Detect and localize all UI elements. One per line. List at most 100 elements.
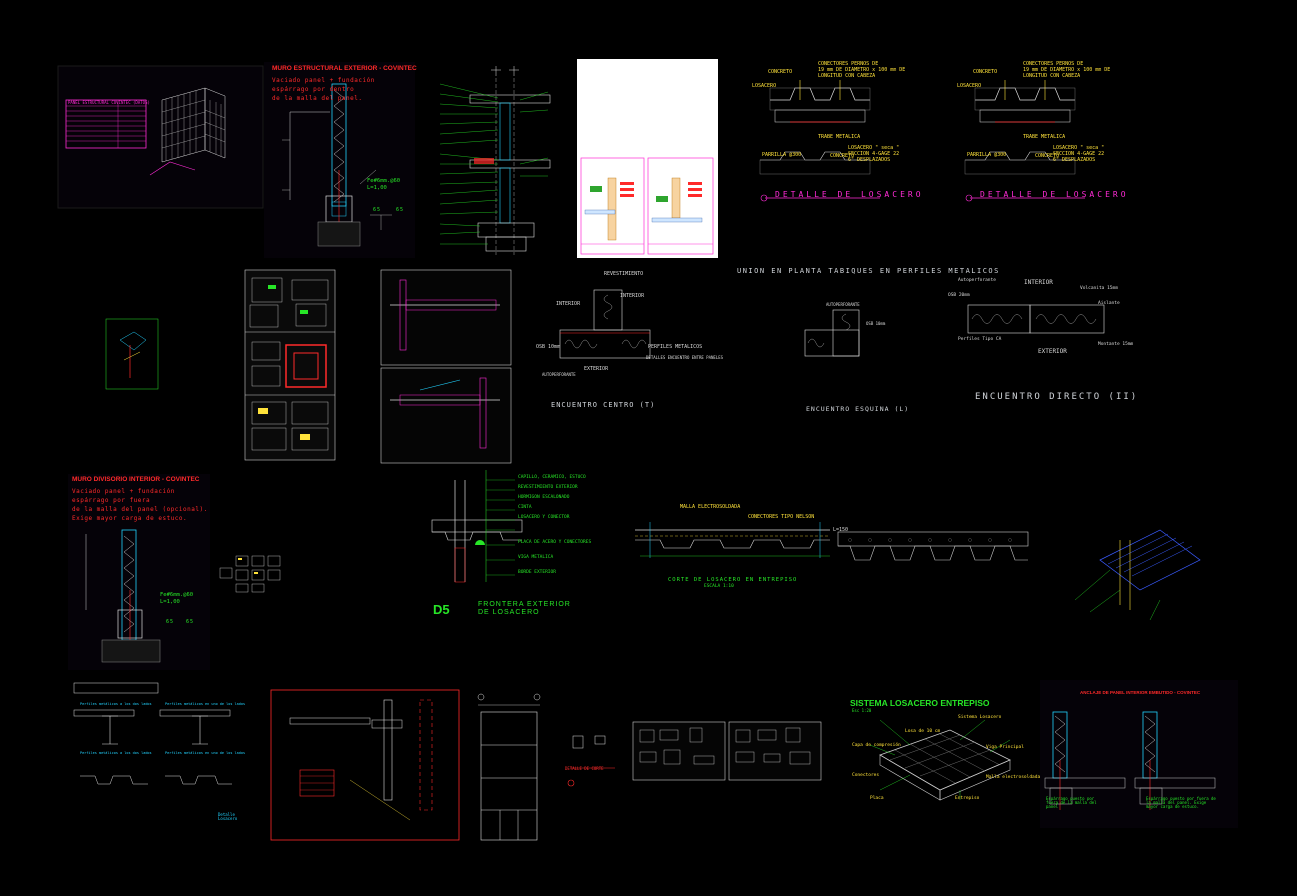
- esquina-title: ENCUENTRO ESQUINA (L): [806, 405, 910, 413]
- small-corte-detail: [567, 735, 615, 787]
- muro-divisorio-drawing: [68, 474, 210, 670]
- sistema-label-6: Conectores: [852, 773, 880, 778]
- tab-left-label-3: Perfiles metálicos a los dos lados: [80, 751, 152, 755]
- anclaje-panel-drawing: [1040, 680, 1238, 828]
- directo-autoperforante: Autoperforante: [958, 278, 996, 283]
- losacero2-trabe: TRABE METALICA: [1023, 134, 1066, 140]
- corte-scale: ESCALA 1:10: [704, 584, 734, 589]
- losacero1-conectores-3: LONGITUD CON CABEZA: [818, 73, 876, 79]
- frontera-note-6: PLACA DE ACERO Y CONECTORES: [518, 540, 592, 545]
- directo-title: ENCUENTRO DIRECTO (II): [975, 392, 1139, 402]
- tab-left-label-2: Perfiles metálicos en uno de los lados: [165, 702, 246, 706]
- frontera-line-1: FRONTERA EXTERIOR: [478, 601, 571, 608]
- directo-interior: INTERIOR: [1024, 279, 1053, 286]
- losacero2-parrilla: PARRILLA @300: [967, 152, 1007, 158]
- frontera-code: D5: [433, 602, 450, 617]
- sistema-label-8: Entrepiso: [955, 796, 980, 801]
- losacero2-concreto: CONCRETO: [973, 69, 998, 75]
- tabique-small-sections: [73, 682, 232, 785]
- encuentro-centro-drawing: [559, 289, 651, 359]
- losacero2-conectores-3: LONGITUD CON CABEZA: [1023, 73, 1081, 79]
- losacero-detail-2: [964, 80, 1085, 202]
- frontera-note-3: HORMIGON ESCALONADO: [518, 495, 570, 500]
- sistema-sub: Esc 1:20: [852, 708, 872, 713]
- esquina-autoperforante: AUTOPERFORANTE: [826, 302, 860, 307]
- directo-volcanita: Volcanita 15mm: [1080, 286, 1118, 291]
- losacero2-title: DETALLE DE LOSACERO: [980, 190, 1129, 199]
- losacero1-desplazados: 6" DESPLAZADOS: [848, 157, 891, 163]
- frontera-note-8: BORDE EXTERIOR: [518, 570, 556, 575]
- tiny-legend-sheets: [219, 555, 281, 593]
- tabiques-heading: UNION EN PLANTA TABIQUES EN PERFILES MET…: [737, 267, 1000, 275]
- esquina-osb: OSB 10mm: [866, 321, 886, 326]
- isometric-deck-3d: [1074, 529, 1201, 621]
- centro-title: ENCUENTRO CENTRO (T): [551, 401, 656, 409]
- covintec-table-title: PANEL ESTRUCTURAL COVINTEC (DATOS): [68, 100, 150, 105]
- directo-aislante: Aislante: [1098, 301, 1120, 306]
- multi-detail-sheet: [244, 269, 336, 461]
- muro-divisorio-line-2: espárrago por fuera: [72, 497, 151, 504]
- centro-interior-right: INTERIOR: [620, 293, 645, 299]
- muro-exterior-drawing: [264, 62, 415, 258]
- losacero1-seccion: SECCION 4-GAGE 22: [848, 151, 900, 157]
- sistema-label-3: Capa de compresión: [852, 743, 901, 748]
- section-sheets: [380, 269, 512, 464]
- corte-label-3: L=150: [833, 527, 849, 533]
- directo-perfiles: Perfiles Tipo CA: [958, 337, 1002, 342]
- losacero1-conectores-2: 19 mm DE DIAMETRO x 100 mm DE: [818, 67, 906, 73]
- centro-perfiles: PERFILES METALICOS: [648, 344, 703, 350]
- anclaje-right-note: Espárrago puesto por fuera de la malla d…: [1146, 796, 1216, 809]
- red-framed-detail-sheet: [270, 689, 460, 841]
- sistema-label-2: Losa de 10 cm: [905, 729, 941, 734]
- sistema-label-5: Malla electrosoldada: [986, 775, 1041, 780]
- frame-elevation-drawing: [477, 693, 541, 841]
- white-sheet-plans: [577, 59, 718, 258]
- muro-divisorio-dim-1: 65: [166, 619, 175, 625]
- tab-left-label-4: Perfiles metálicos en uno de los lados: [165, 751, 246, 755]
- muro-exterior-line-2: espárrago por dentro: [272, 86, 355, 93]
- sistema-label-1: Sistema Losacero: [958, 715, 1002, 720]
- muro-divisorio-line-4: Exige mayor carga de estuco.: [72, 515, 188, 522]
- sistema-losacero-3d: [869, 719, 1011, 801]
- centro-autoperforante: AUTOPERFORANTE: [542, 372, 576, 377]
- isometric-small-detail: [105, 318, 159, 390]
- sistema-label-4: Viga Principal: [986, 745, 1024, 750]
- muro-divisorio-line-3: de la malla del panel (opcional).: [72, 506, 208, 513]
- vertical-section-detail: [439, 66, 551, 255]
- frontera-losacero-drawing: [431, 470, 523, 583]
- sistema-title: SISTEMA LOSACERO ENTREPISO: [850, 698, 990, 708]
- losacero2-conectores: CONECTORES PERNOS DE: [1023, 61, 1084, 67]
- directo-osb: OSB 20mm: [948, 293, 970, 298]
- encuentro-directo-drawing: [967, 304, 1105, 334]
- losacero-detail-1: [759, 80, 880, 202]
- directo-montante: Montante 15mm: [1098, 342, 1134, 347]
- muro-exterior-title: MURO ESTRUCTURAL EXTERIOR - COVINTEC: [272, 65, 417, 72]
- centro-revestimiento: REVESTIMIENTO: [604, 271, 644, 277]
- muro-divisorio-anchor-length: L=1,00: [160, 599, 180, 605]
- frontera-note-7: VIGA METALICA: [518, 555, 554, 560]
- sistema-label-7: Placa: [870, 796, 884, 801]
- centro-interior-left: INTERIOR: [556, 301, 581, 307]
- centro-osb: OSB 10mm: [536, 344, 561, 350]
- corte-label-1: CONECTORES TIPO NELSON: [748, 514, 815, 520]
- losacero-profile-drawing: [837, 531, 1029, 561]
- frontera-note-2: REVESTIMIENTO EXTERIOR: [518, 485, 578, 490]
- muro-divisorio-dim-2: 65: [186, 619, 195, 625]
- corte-label-2: MALLA ELECTROSOLDADA: [680, 504, 741, 510]
- losacero1-parrilla: PARRILLA @300: [762, 152, 802, 158]
- corte-small-label: DETALLE DE CORTE: [565, 766, 604, 771]
- encuentro-esquina-drawing: [804, 309, 860, 357]
- muro-exterior-line-3: de la malla del panel.: [272, 95, 363, 102]
- covintec-table-panel: [57, 65, 264, 209]
- muro-divisorio-anchor: Fe#6mm.@60: [160, 592, 194, 598]
- anclaje-left-note: Espárrago puesto por fuera de la malla d…: [1046, 796, 1097, 809]
- directo-exterior: EXTERIOR: [1038, 348, 1067, 355]
- losacero2-desplazados: 6" DESPLAZADOS: [1053, 157, 1096, 163]
- losacero2-desc: LOSACERO " seca ": [1053, 145, 1105, 151]
- corte-title: CORTE DE LOSACERO EN ENTREPISO: [668, 577, 798, 583]
- muro-exterior-anchor-length: L=1,00: [367, 185, 387, 191]
- frontera-note-1: CAPILLO, CERAMICO, ESTUCO: [518, 475, 586, 480]
- muro-exterior-line-1: Vaciado panel + fundación: [272, 77, 375, 84]
- losacero1-concreto-2: CONCRETO: [830, 153, 855, 159]
